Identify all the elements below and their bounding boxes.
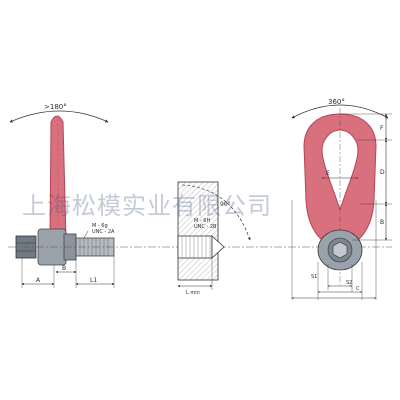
hex-socket (332, 241, 348, 259)
rotation-arc-mid (181, 184, 251, 241)
rotation-arc-left (9, 110, 109, 123)
tapped-hole-view: 90° M - 6H UNC - 2B L min (177, 181, 251, 296)
watermark-text: 上海松模实业有限公司 (22, 192, 272, 220)
tapped-hole (177, 235, 213, 259)
dim-S1-label: S1 (311, 274, 317, 280)
dim-L1-label: L1 (90, 277, 97, 284)
dim-B-label: B (62, 265, 66, 272)
dim-F-label: F (380, 125, 384, 132)
rotation-arc-right (291, 104, 389, 119)
angle-left-label: >180° (44, 103, 67, 111)
dim-B-right-label: B (380, 219, 384, 226)
dim-E-label: E (326, 170, 330, 177)
thread-mid-line1: M - 6H (194, 218, 210, 224)
angle-mid-label: 90° (220, 201, 231, 208)
dim-D-label: D (380, 169, 385, 176)
dim-C-label: C (356, 286, 360, 292)
dim-Lmin-label: L min (186, 290, 200, 296)
dim-A-label: A (36, 277, 41, 284)
thread-left-line1: M - 6g (92, 223, 108, 229)
thread-mid-line2: UNC - 2B (194, 224, 217, 230)
dim-S2-label: S2 (346, 280, 352, 286)
thread-left-line2: UNC - 2A (92, 229, 115, 235)
hatched-block (177, 181, 219, 281)
front-view: 360° E F D B S1 (291, 98, 392, 300)
angle-right-label: 360° (328, 98, 345, 106)
